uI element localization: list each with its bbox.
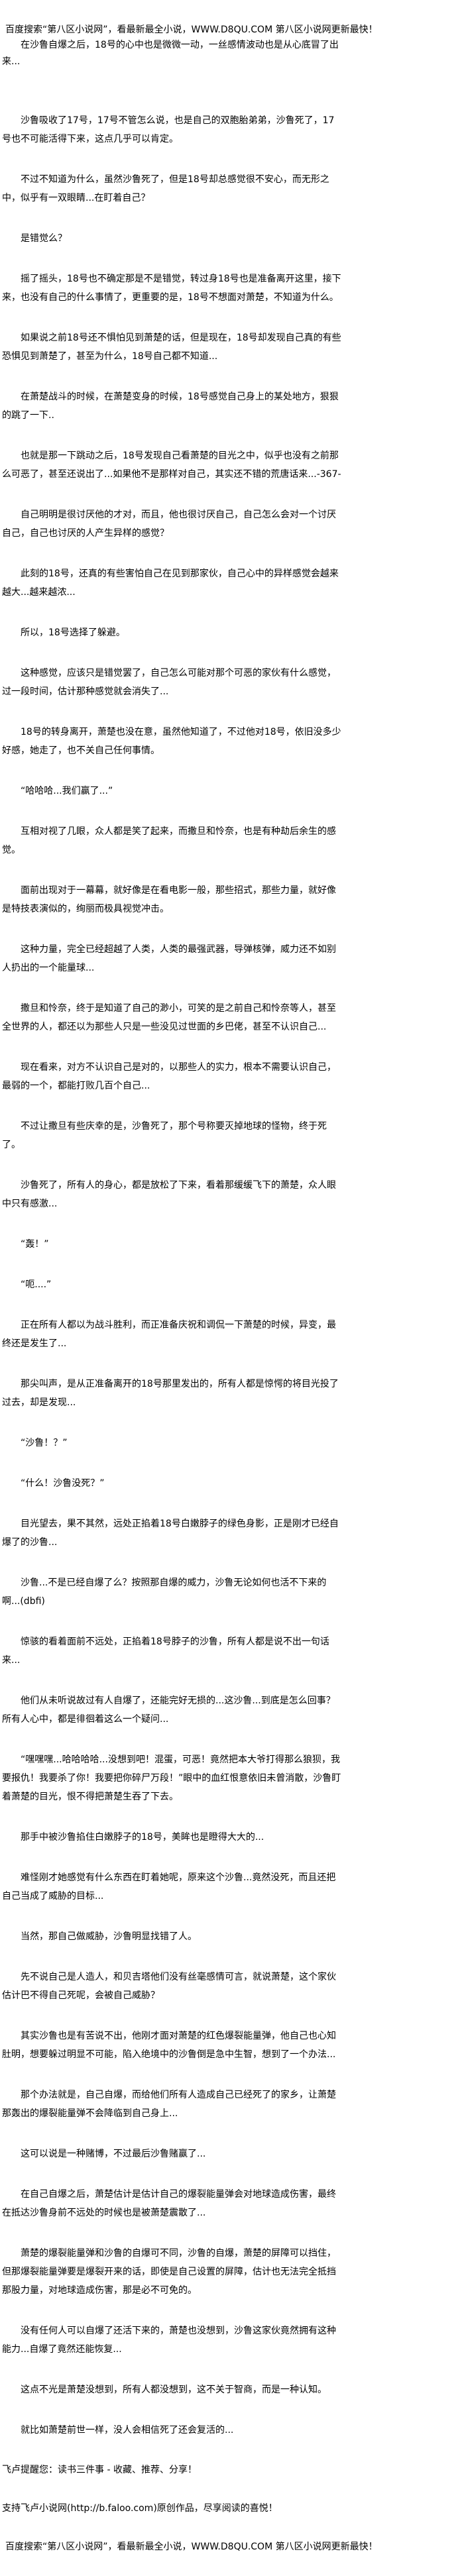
story-paragraph: 不过不知道为什么，虽然沙鲁死了，但是18号却总感觉很不安心，而无形之中，似乎有一… bbox=[2, 174, 329, 203]
story-paragraph: 18号的转身离开，萧楚也没在意，虽然他知道了，不过他对18号，依旧没多少好感，她… bbox=[2, 727, 341, 756]
story-paragraph: 互相对视了几眼，众人都是笑了起来，而撒旦和怜奈，也是有种劫后余生的感觉。 bbox=[2, 826, 336, 855]
story-paragraph: “嘿嘿嘿...哈哈哈哈...没想到吧！混蛋，可恶！竟然把本大爷打得那么狼狈，我要… bbox=[2, 1754, 341, 1802]
reading-reminder: 飞卢提醒您：读书三件事 - 收藏、推荐、分享！ bbox=[2, 2465, 197, 2475]
site-banner-bottom: 百度搜索“第八区小说网”，看最新最全小说，WWW.D8QU.COM 第八区小说网… bbox=[5, 2542, 378, 2552]
story-paragraph: 现在看来，对方不认识自己是对的，以那些人的实力，根本不需要认识自己，最弱的一个，… bbox=[2, 1062, 336, 1091]
story-paragraph: 沙鲁死了，所有人的身心，都是放松了下来，看着那缓缓飞下的萧楚，众人眼中只有感激.… bbox=[2, 1180, 336, 1209]
story-paragraph: “哈哈哈...我们赢了...” bbox=[21, 786, 113, 796]
story-paragraph: 沙鲁...不是已经自爆了么？按照那自爆的威力，沙鲁无论如何也活不下来的啊...(… bbox=[2, 1578, 327, 1607]
story-paragraph: 就比如萧楚前世一样，没人会相信死了还会复活的... bbox=[21, 2425, 234, 2436]
story-paragraph: 摇了摇头，18号也不确定那是不是错觉，转过身18号也是准备离开这里，接下来，也没… bbox=[2, 274, 341, 303]
story-paragraph: 那尖叫声，是从正准备离开的18号那里发出的，所有人都是惊愕的将目光投了过去，却是… bbox=[2, 1379, 339, 1408]
story-paragraph: 萧楚的爆裂能量弹和沙鲁的自爆可不同，沙鲁的自爆，萧楚的屏障可以挡住，但那爆裂能量… bbox=[2, 2248, 336, 2296]
story-paragraph: 撒旦和怜奈，终于是知道了自己的渺小，可笑的是之前自己和怜奈等人，甚至全世界的人，… bbox=[2, 1003, 336, 1032]
story-paragraph: 也就是那一下跳动之后，18号发现自己看萧楚的目光之中，似乎也没有之前那么可恶了，… bbox=[2, 451, 341, 480]
chapter-body: 在沙鲁自爆之后，18号的心中也是微微一动，一丝感情波动也是从心底冒了出来... 沙… bbox=[2, 37, 341, 2440]
chapter-page: 百度搜索“第八区小说网”，看最新最全小说，WWW.D8QU.COM 第八区小说网… bbox=[2, 25, 378, 2556]
story-paragraph: 这可以说是一种赌博，不过最后沙鲁赌赢了... bbox=[21, 2149, 206, 2159]
story-paragraph: 目光望去，果不其然，远处正掐着18号白嫩脖子的绿色身影，正是刚才已经自爆了的沙鲁… bbox=[2, 1519, 339, 1548]
story-paragraph: 面前出现对于一幕幕，就好像是在看电影一般，那些招式，那些力量，就好像是特技表演似… bbox=[2, 885, 336, 914]
story-paragraph: 这种力量，完全已经超越了人类，人类的最强武器，导弹核弹，威力还不如别人扔出的一个… bbox=[2, 944, 336, 973]
story-paragraph: “沙鲁！？” bbox=[21, 1438, 68, 1448]
story-paragraph: 是错觉么？ bbox=[21, 233, 67, 244]
support-notice: 支持飞卢小说网(http://b.faloo.com)原创作品，尽享阅读的喜悦！ bbox=[2, 2503, 278, 2514]
story-paragraph: 在萧楚战斗的时候，在萧楚变身的时候，18号感觉自己身上的某处地方，狠狠的跳了一下… bbox=[2, 392, 339, 421]
story-paragraph: 这种感觉，应该只是错觉罢了，自己怎么可能对那个可恶的家伙有什么感觉，过一段时间，… bbox=[2, 668, 336, 697]
story-paragraph: 自己明明是很讨厌他的才对，而且，他也很讨厌自己，自己怎么会对一个讨厌自己，自己也… bbox=[2, 510, 336, 539]
story-paragraph: 如果说之前18号还不惧怕见到萧楚的话，但是现在，18号却发现自己真的有些恐惧见到… bbox=[2, 333, 341, 362]
story-paragraph: 沙鲁吸收了17号，17号不管怎么说，也是自己的双胞胎弟弟，沙鲁死了，17号也不可… bbox=[2, 115, 335, 144]
story-paragraph: 没有任何人可以自爆了还活下来的，萧楚也没想到，沙鲁这家伙竟然拥有这种能力...自… bbox=[2, 2326, 336, 2355]
story-paragraph: “轰！” bbox=[21, 1239, 49, 1250]
story-paragraph: 难怪刚才她感觉有什么东西在盯着她呢，原来这个沙鲁...竟然没死，而且还把自己当成… bbox=[2, 1872, 336, 1902]
story-paragraph: 那个办法就是，自己自爆，而给他们所有人造成自己已经死了的家乡，让萧楚那轰出的爆裂… bbox=[2, 2090, 336, 2119]
chapter-footer: 飞卢提醒您：读书三件事 - 收藏、推荐、分享！ 支持飞卢小说网(http://b… bbox=[2, 2461, 378, 2556]
story-paragraph: 不过让撒旦有些庆幸的是，沙鲁死了，那个号称要灭掉地球的怪物，终于死了。 bbox=[2, 1121, 327, 1150]
story-paragraph: 先不说自己是人造人，和贝吉塔他们没有丝毫感情可言，就说萧楚，这个家伙估计巴不得自… bbox=[2, 1972, 336, 2001]
story-paragraph: 其实沙鲁也是有苦说不出，他刚才面对萧楚的红色爆裂能量弹，他自己也心知肚明，想要躲… bbox=[2, 2031, 336, 2060]
story-paragraph: 他们从未听说故过有人自爆了，还能完好无损的...这沙鲁...到底是怎么回事？所有… bbox=[2, 1695, 335, 1725]
story-paragraph: 在自己自爆之后，萧楚估计是估计自己的爆裂能量弹会对地球造成伤害，最终在抵达沙鲁身… bbox=[2, 2189, 336, 2218]
site-banner-top: 百度搜索“第八区小说网”，看最新最全小说，WWW.D8QU.COM 第八区小说网… bbox=[5, 25, 378, 35]
story-paragraph: 这点不光是萧楚没想到，所有人都没想到，这不关于智商，而是一种认知。 bbox=[21, 2385, 327, 2395]
story-paragraph: “呃....” bbox=[21, 1279, 52, 1290]
story-paragraph: 那手中被沙鲁掐住白嫩脖子的18号，美眸也是瞪得大大的... bbox=[21, 1832, 264, 1843]
story-paragraph: 当然，那自己做威胁，沙鲁明显找错了人。 bbox=[21, 1931, 197, 1942]
story-paragraph: 惊骇的看着面前不远处，正掐着18号脖子的沙鲁，所有人都是说不出一句话来... bbox=[2, 1637, 329, 1666]
story-paragraph: 正在所有人都以为战斗胜利，而正准备庆祝和调侃一下萧楚的时候，异变，最终还是发生了… bbox=[2, 1320, 336, 1349]
story-paragraph: 所以，18号选择了躲避。 bbox=[21, 627, 125, 638]
story-paragraph: “什么！沙鲁没死？” bbox=[21, 1478, 105, 1489]
story-paragraph: 此刻的18号，还真的有些害怕自己在见到那家伙，自己心中的异样感觉会越来越大...… bbox=[2, 568, 339, 598]
story-paragraph: 在沙鲁自爆之后，18号的心中也是微微一动，一丝感情波动也是从心底冒了出来... bbox=[2, 40, 339, 67]
